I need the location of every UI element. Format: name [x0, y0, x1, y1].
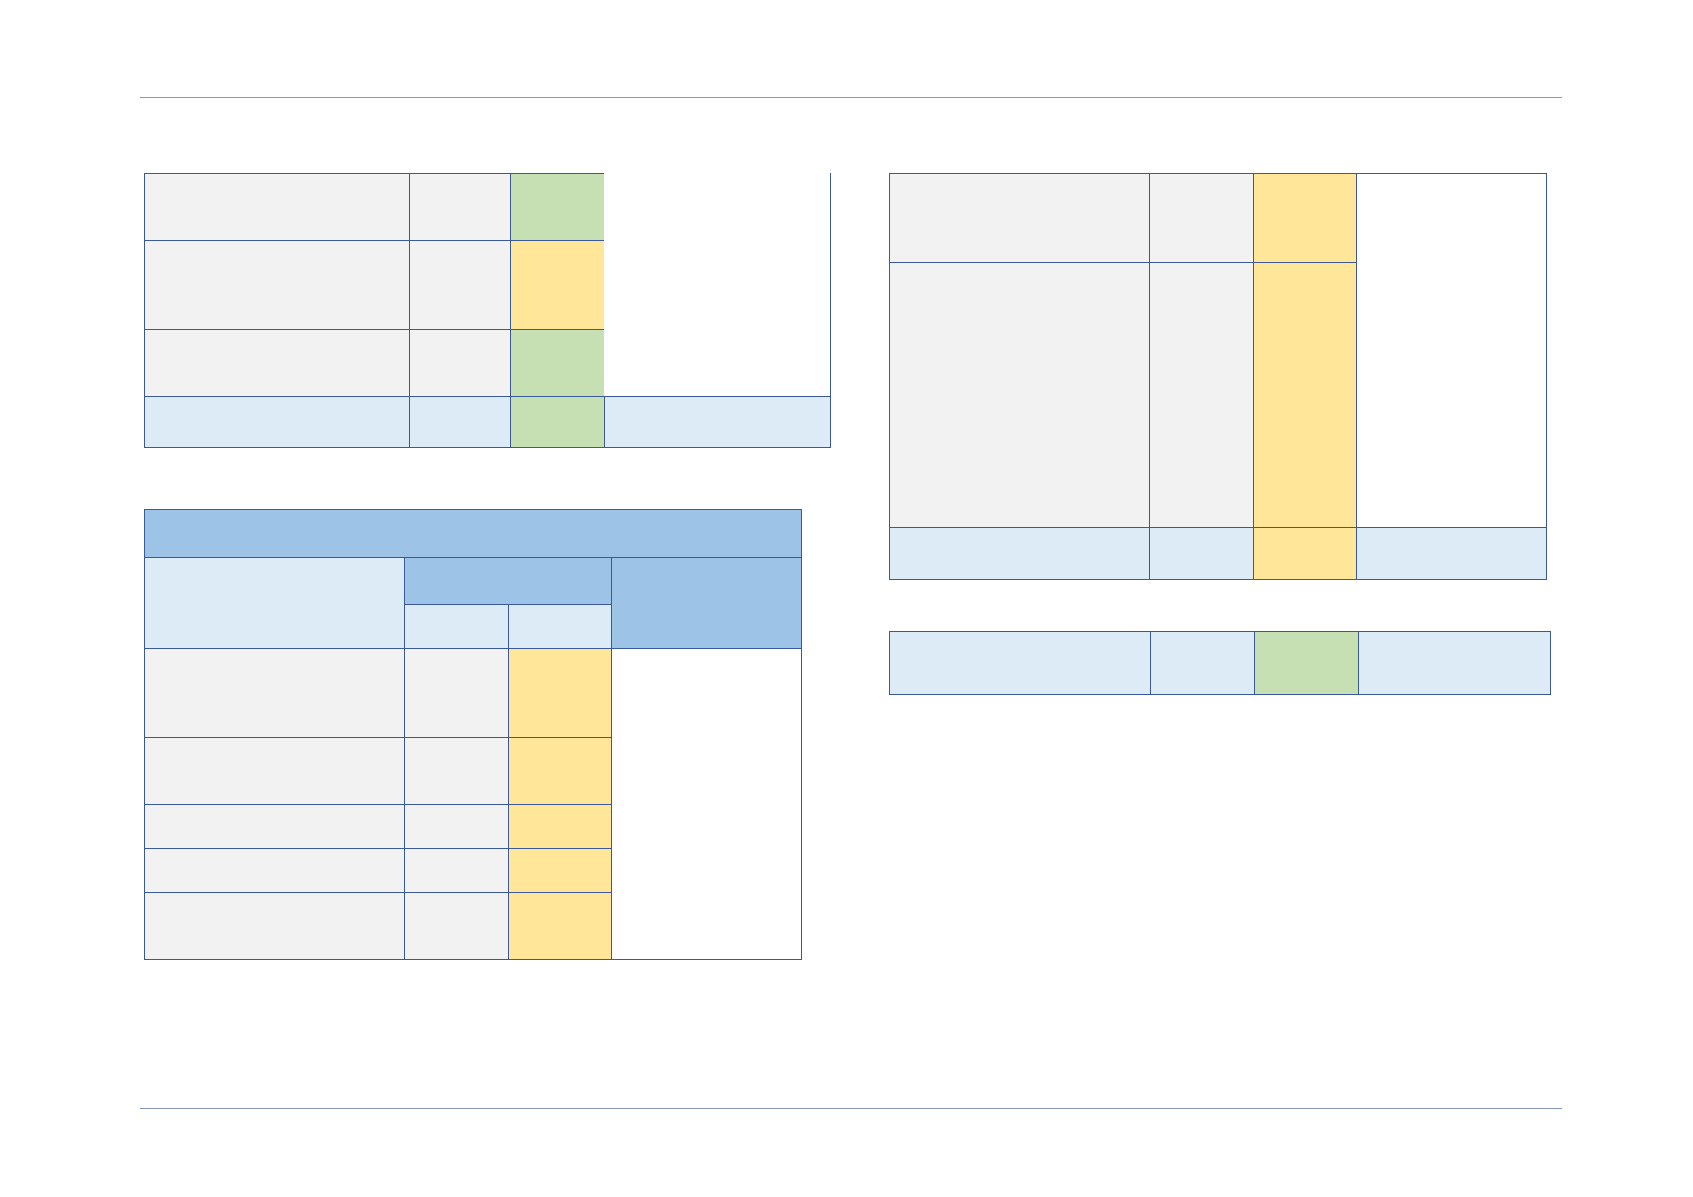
- table-b-header-sub-1: [404, 604, 509, 649]
- table-b-row-2-value: [404, 737, 509, 805]
- table-a-row-2-value: [409, 240, 511, 330]
- footer-rule: [140, 1108, 1562, 1109]
- table-c-total-comment: [1356, 527, 1547, 580]
- table-c-row-2-label: [889, 262, 1150, 528]
- table-c-total-label: [889, 527, 1150, 580]
- table-d-label: [889, 631, 1151, 695]
- table-c-row-1-label: [889, 173, 1150, 263]
- table-b-comment: [611, 648, 802, 960]
- table-d-comment: [1358, 631, 1551, 695]
- table-b-row-3-value: [404, 804, 509, 849]
- table-a-row-2-label: [144, 240, 410, 330]
- table-d-value: [1150, 631, 1255, 695]
- table-a-row-1-label: [144, 173, 410, 241]
- table-c-total-value: [1149, 527, 1254, 580]
- table-a-row-3-value: [409, 329, 511, 397]
- table-d-status: [1254, 631, 1359, 695]
- table-b-title: [144, 509, 802, 558]
- table-b-row-3-label: [144, 804, 405, 849]
- table-c-row-1-value: [1149, 173, 1254, 263]
- table-b-row-2-label: [144, 737, 405, 805]
- header-rule: [140, 97, 1562, 98]
- table-a-row-2-status: [510, 240, 605, 330]
- table-a-total-value: [409, 396, 511, 448]
- table-b-row-1-label: [144, 648, 405, 738]
- table-b-header-sub-2: [508, 604, 612, 649]
- table-b-row-5-value: [404, 892, 509, 960]
- table-b-row-4-status: [508, 848, 612, 893]
- table-c-row-2-status: [1253, 262, 1357, 528]
- table-c-row-1-status: [1253, 173, 1357, 263]
- table-a-row-3-status: [510, 329, 605, 397]
- table-b-row-5-status: [508, 892, 612, 960]
- table-a-row-1-value: [409, 173, 511, 241]
- table-b-header-comment: [611, 557, 802, 649]
- table-c-comment: [1356, 173, 1547, 528]
- table-a-total-status: [510, 396, 605, 448]
- table-a-comment: [604, 173, 831, 397]
- table-b-row-1-value: [404, 648, 509, 738]
- table-a-row-3-label: [144, 329, 410, 397]
- table-c-row-2-value: [1149, 262, 1254, 528]
- table-b-row-4-label: [144, 848, 405, 893]
- table-b-header-group: [404, 557, 612, 605]
- table-c-total-status: [1253, 527, 1357, 580]
- table-a-total-comment: [604, 396, 831, 448]
- table-b-row-3-status: [508, 804, 612, 849]
- table-b-row-1-status: [508, 648, 612, 738]
- table-a-row-1-status: [510, 173, 605, 241]
- table-b-row-5-label: [144, 892, 405, 960]
- table-b-row-4-value: [404, 848, 509, 893]
- table-b-row-2-status: [508, 737, 612, 805]
- table-b-header-label: [144, 557, 405, 649]
- table-a-total-label: [144, 396, 410, 448]
